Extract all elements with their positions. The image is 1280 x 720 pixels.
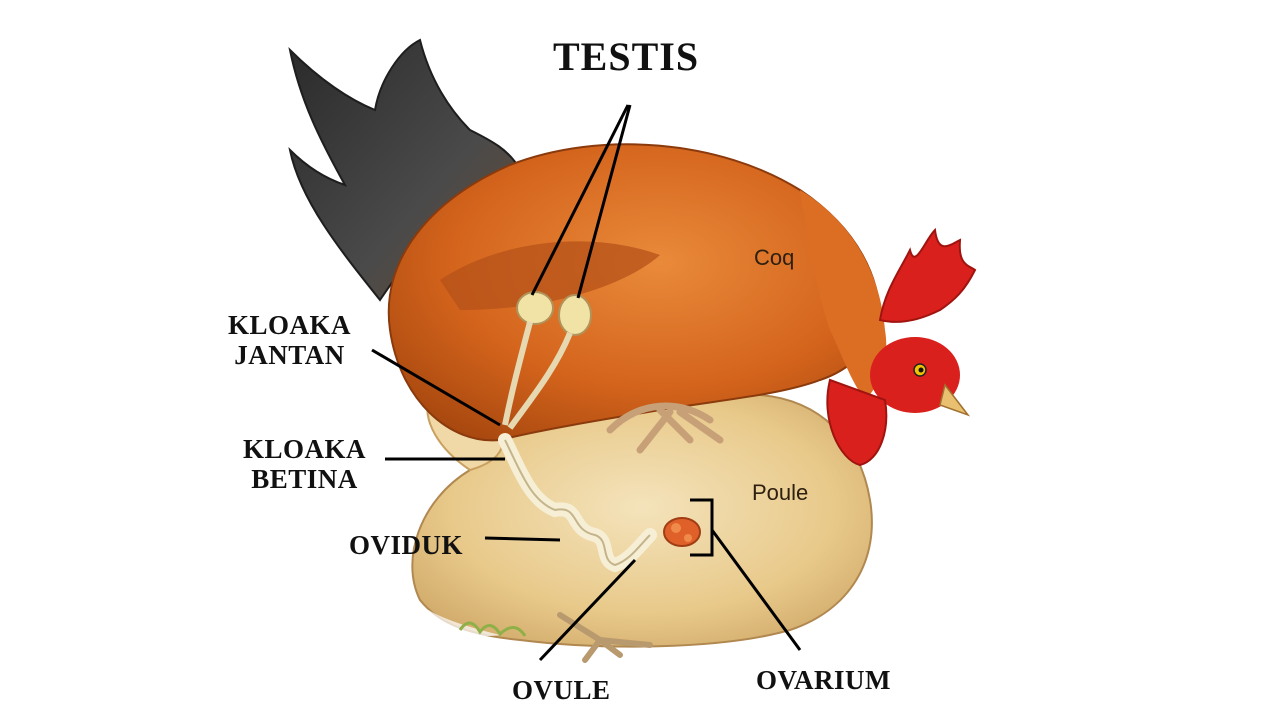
hen-belly-feathers [415,600,500,637]
label-testis: TESTIS [553,34,700,79]
ovary [663,517,701,547]
testis-leader-left [530,104,630,296]
label-kloaka-betina-line2: BETINA [251,464,358,495]
ovule-leader [538,558,637,662]
rooster-comb [878,227,977,323]
ovarium-bracket [690,498,714,557]
label-kloaka-jantan: KLOAKA JANTAN [228,310,351,370]
rooster-wing [440,241,660,310]
label-ovarium: OVARIUM [756,665,892,695]
vas-deferens [502,321,573,430]
rooster-figure [288,38,977,467]
ovarium-leader [710,529,802,651]
label-poule: Poule [752,480,809,505]
label-oviduk: OVIDUK [349,530,464,560]
label-ovule: OVULE [512,675,611,705]
testis-leader-right [576,104,632,299]
rooster-neck [800,190,887,400]
rooster-wattle [826,378,888,467]
label-kloaka-betina-line1: KLOAKA [243,434,367,464]
label-coq: Coq [754,245,795,270]
testis-left [516,291,554,325]
kloaka-jantan-leader [371,348,501,427]
rooster-beak [939,383,971,417]
leader-lines [371,104,802,662]
testis-right [558,294,592,336]
reproductive-organs [498,291,701,573]
rooster-head [870,337,960,413]
label-kloaka-jantan-line1: KLOAKA [228,310,352,340]
rooster-foot [606,402,724,454]
label-kloaka-jantan-line2: JANTAN [234,340,345,371]
oviduk-leader [484,536,561,542]
grass [458,621,527,637]
label-kloaka-betina: KLOAKA BETINA [243,434,366,494]
